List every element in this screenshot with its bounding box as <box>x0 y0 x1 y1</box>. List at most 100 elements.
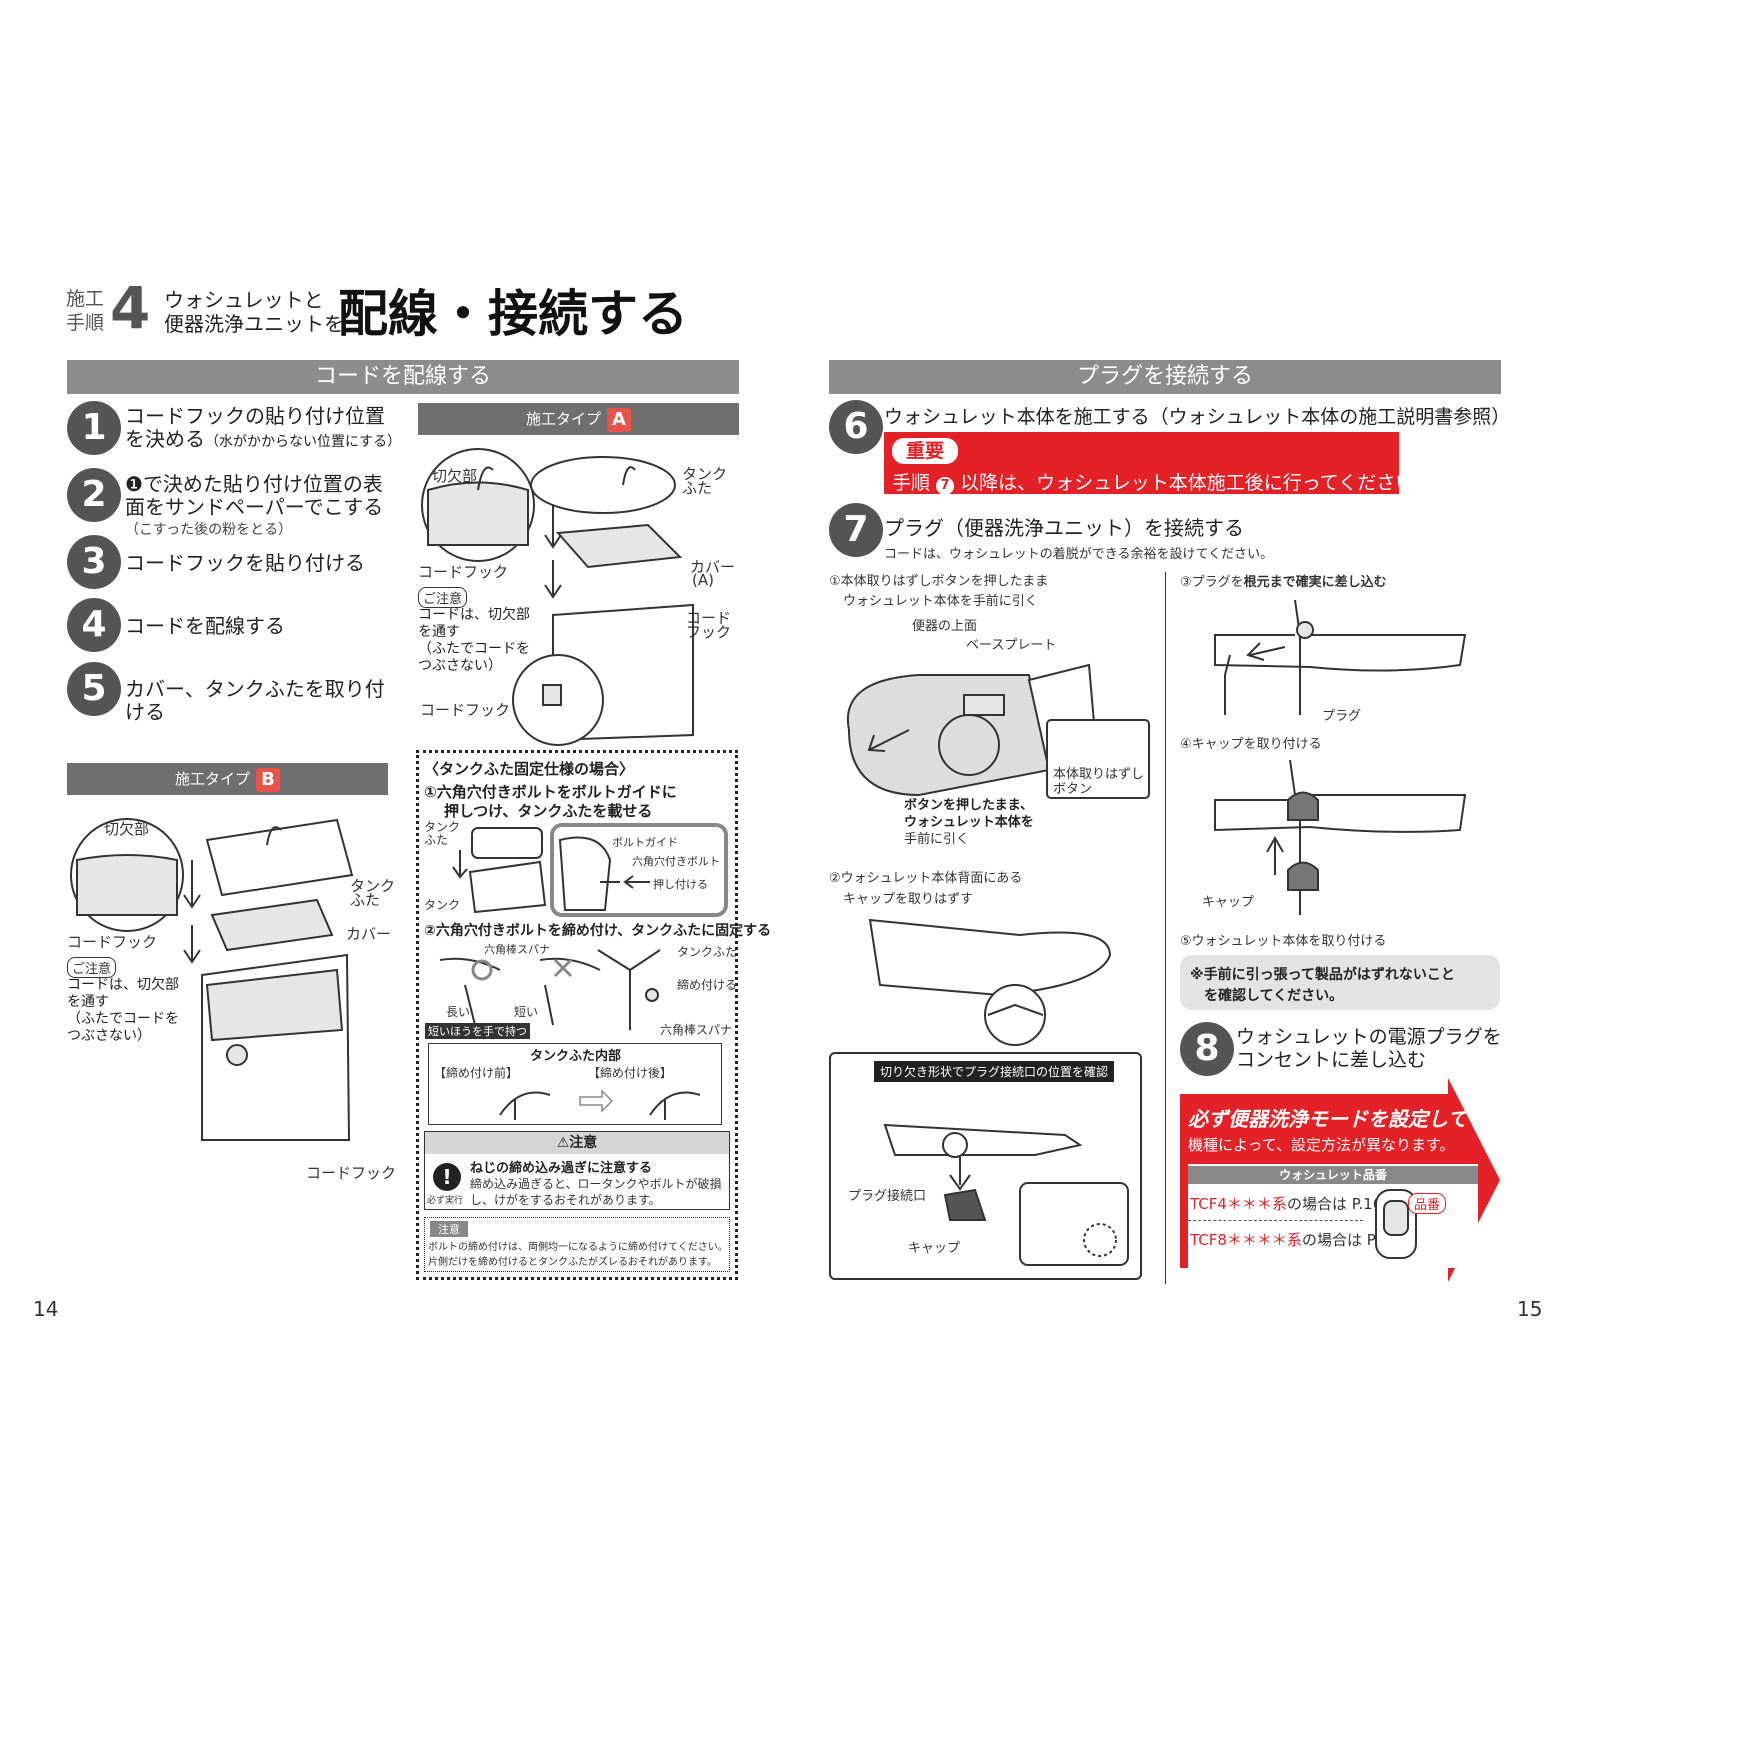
header: 施工 手順 4 ウォシュレットと 便器洗浄ユニットを 配線・接続する <box>66 274 766 343</box>
notch-box <box>829 1052 1142 1280</box>
mode-title: 必ず便器洗浄モードを設定してください <box>1188 1107 1547 1131</box>
header-label2: 手順 <box>66 312 105 334</box>
release-button-label1: 本体取りはずし <box>1053 767 1145 782</box>
type-a-cover-label1: カバー <box>690 558 736 576</box>
header-label1: 施工 <box>66 288 105 310</box>
type-a-notice-text: コードは、切欠部 を通す （ふたでコードを つぶさない） <box>418 607 530 674</box>
sub2-line-a: ②ウォシュレット本体背面にある <box>829 871 1023 886</box>
notch-label: 切り欠き形状でプラグ接続口の位置を確認 <box>874 1061 1115 1082</box>
press-text1: ボタンを押したまま、 <box>904 798 1034 813</box>
step-7-text: プラグ（便器洗浄ユニット）を接続する <box>884 516 1244 540</box>
press-text2: ウォシュレット本体を <box>904 815 1034 830</box>
sub5-text: ⑤ウォシュレット本体を取り付ける <box>1180 934 1387 949</box>
step-5-text: カバー、タンクふたを取り付 ける <box>125 677 385 724</box>
fixed-lid-step2: ②六角穴付きボルトを締め付け、タンクふたに固定する <box>424 923 772 939</box>
fixed-lid-hex-wrench2: 六角棒スパナ <box>660 1023 733 1037</box>
sub2-illustration <box>868 918 1112 1046</box>
divider-line <box>1165 572 1166 1284</box>
type-a-cord-hook-label: コードフック <box>418 563 509 581</box>
type-a-cover-label2: (A) <box>692 571 714 589</box>
fixed-lid-tank: タンク <box>424 898 461 912</box>
type-b-cord-hook-label: コードフック <box>67 933 158 951</box>
type-a-notice: ご注意 <box>418 587 468 608</box>
fixed-lid-hold-short: 短いほうを手で持つ <box>425 1023 530 1039</box>
fixed-lid-inner-box <box>428 1043 722 1125</box>
sub3-illustration <box>1214 599 1467 715</box>
caution-box <box>424 1131 730 1210</box>
toilet-top-label: 便器の上面 <box>912 619 978 634</box>
sub1-illustration <box>846 663 1150 799</box>
caution-title: ⚠注意 <box>425 1132 729 1154</box>
pull-note2: を確認してください。 <box>1204 988 1344 1004</box>
type-b-kiri-label: 切欠部 <box>104 820 150 838</box>
caution-head: ねじの締め込み過ぎに注意する <box>470 1161 653 1176</box>
step-6-circle: 6 <box>829 400 883 454</box>
important-text: 手順 7 以降は、ウォシュレット本体施工後に行ってください。 <box>892 472 1434 495</box>
page-number-left: 14 <box>33 1297 59 1321</box>
caution-text1: 締め込み過ぎると、ロータンクやボルトが破損 <box>470 1177 722 1191</box>
sub3-text: ③プラグを根元まで確実に差し込む <box>1180 575 1387 590</box>
note-text2: 片側だけを締め付けるとタンクふたがズレるおそれがあります。 <box>428 1257 717 1268</box>
fixed-lid-box <box>416 750 738 1280</box>
fixed-lid-step1a: ①六角穴付きボルトをボルトガイドに <box>424 783 677 801</box>
step-8-circle: 8 <box>1180 1022 1234 1076</box>
note-text1: ボルトの締め付けは、両側均一になるように締め付けてください。 <box>428 1242 728 1253</box>
pull-note1: ※手前に引っ張って製品がはずれないこと <box>1190 967 1455 983</box>
type-b-notice-text: コードは、切欠部 を通す （ふたでコードを つぶさない） <box>67 977 179 1044</box>
fixed-lid-tank-lid: タンクふた <box>677 945 738 959</box>
header-subtitle2: 便器洗浄ユニットを <box>164 312 344 336</box>
sub4-illustration <box>1214 759 1467 915</box>
type-a-kiri-label: 切欠部 <box>432 467 478 485</box>
fixed-lid-short: 短い <box>514 1005 539 1019</box>
fixed-lid-tank-lid2: ふた <box>424 833 449 847</box>
right-section-bar: プラグを接続する <box>829 360 1501 394</box>
step-1-circle: 1 <box>67 401 121 455</box>
fixed-lid-step2-illustration <box>439 949 661 1030</box>
sub4-text: ④キャップを取り付ける <box>1180 737 1322 752</box>
part-number-label: 品番 <box>1408 1193 1447 1214</box>
type-a-tank-lid-label2: ふた <box>682 479 713 497</box>
fixed-lid-tighten: 締め付ける <box>677 978 738 992</box>
type-b-cord-hook-b: コードフック <box>306 1164 397 1182</box>
release-button-label2: ボタン <box>1053 782 1093 797</box>
fixed-lid-before: 【締め付け前】 <box>434 1066 519 1080</box>
sub1-line-b: ウォシュレット本体を手前に引く <box>843 594 1038 609</box>
step-5-circle: 5 <box>67 662 121 716</box>
important-label: 重要 <box>892 438 958 464</box>
model-table-head: ウォシュレット品番 <box>1188 1166 1478 1184</box>
cap-label: キャップ <box>908 1241 961 1256</box>
caution-text2: し、けがをするおそれがあります。 <box>470 1193 661 1207</box>
type-a-tank-lid-label1: タンク <box>682 465 728 483</box>
header-subtitle1: ウォシュレットと <box>164 288 324 312</box>
type-b-badge: B <box>256 767 280 792</box>
cap2-label: キャップ <box>1202 895 1255 910</box>
step-1-text: コードフックの貼り付け位置 を決める（水がかからない位置にする） <box>125 404 402 451</box>
must-label: 必ず実行 <box>427 1196 464 1206</box>
plug-port-label: プラグ接続口 <box>848 1189 927 1204</box>
pull-note-box <box>1180 955 1500 1010</box>
step-2-text: ❶で決めた貼り付け位置の表 面をサンドペーパーでこする （こすった後の粉をとる） <box>125 472 384 539</box>
fixed-lid-hex-wrench: 六角棒スパナ <box>484 943 550 956</box>
step-8-text: ウォシュレットの電源プラグを コンセントに差し込む <box>1236 1026 1502 1071</box>
must-icon: ! <box>433 1163 461 1191</box>
type-b-cover-label: カバー <box>346 925 392 943</box>
header-step-number: 4 <box>110 274 151 342</box>
sub2-line-b: キャップを取りはずす <box>843 892 974 907</box>
notch-illustration <box>883 1123 1129 1266</box>
important-box <box>884 432 1399 494</box>
type-b-notice: ご注意 <box>67 957 117 978</box>
base-plate-label: ベースプレート <box>966 638 1057 653</box>
type-b-tank-lid-label1: タンク <box>350 877 396 895</box>
type-a-illustration <box>421 448 694 746</box>
page-number-right: 15 <box>1517 1297 1543 1321</box>
fixed-lid-inner-illustration <box>499 1089 701 1120</box>
fixed-lid-long: 長い <box>446 1005 471 1019</box>
row-divider <box>1188 1220 1363 1221</box>
step-6-text: ウォシュレット本体を施工する（ウォシュレット本体の施工説明書参照） <box>884 406 1511 428</box>
page-title: 配線・接続する <box>338 285 688 343</box>
step-3-circle: 3 <box>67 535 121 589</box>
plug-label: プラグ <box>1322 709 1362 724</box>
step-7-note: コードは、ウォシュレットの着脱ができる余裕を設けてください。 <box>884 547 1274 562</box>
type-a-cord-hook-a2: フック <box>686 623 732 641</box>
